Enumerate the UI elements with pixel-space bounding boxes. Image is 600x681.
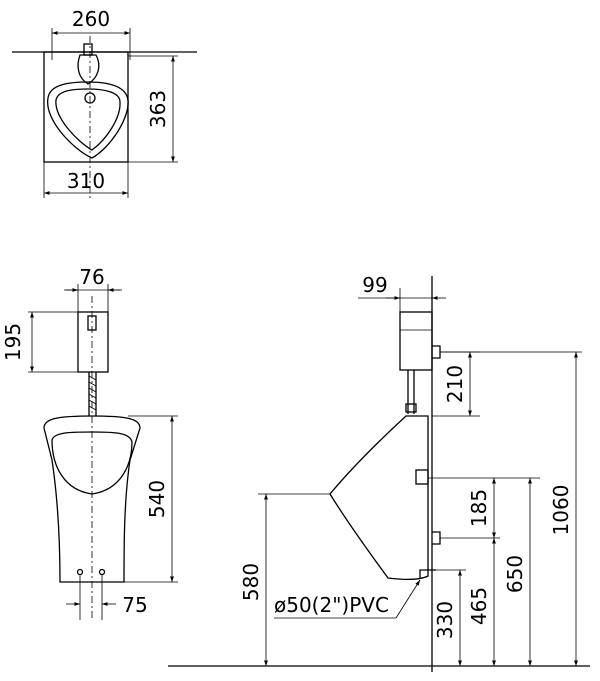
top-view: 260 363 310 — [12, 7, 197, 198]
top-view-width-top-label: 260 — [72, 7, 110, 31]
front-view-tank-height-label: 195 — [1, 323, 25, 361]
side-view-drain-height-label: 330 — [433, 601, 457, 639]
side-view-urinal-body — [329, 415, 429, 580]
front-view: 76 195 540 75 — [1, 265, 178, 620]
front-view-bowl-outline — [43, 415, 141, 583]
side-view-inlet-height-label: 650 — [503, 555, 527, 593]
side-view-outlet-fitting — [432, 531, 441, 545]
side-view-sensor — [415, 469, 429, 485]
side-view-drain-pipe — [419, 569, 436, 578]
side-view: 99 210 185 465 650 1060 580 330 ø50(2")P… — [168, 273, 590, 672]
side-view-outlet-height-label: 465 — [467, 587, 491, 625]
front-view-bowl-height-label: 540 — [145, 480, 169, 518]
pipe-label-leader — [395, 579, 421, 619]
front-view-flush-valve — [77, 311, 109, 373]
front-view-bowl-inner — [51, 431, 133, 495]
front-view-tank-width-label: 76 — [79, 265, 104, 289]
side-view-tank-depth-label: 99 — [362, 273, 387, 297]
side-view-total-height-label: 1060 — [549, 485, 573, 536]
top-view-width-bottom-label: 310 — [67, 169, 105, 193]
front-view-outlet-spacing-label: 75 — [122, 593, 147, 617]
side-view-valve-drop-label: 210 — [443, 365, 467, 403]
top-view-valve — [77, 54, 100, 85]
top-view-bowl-inner — [55, 88, 121, 151]
top-view-height-label: 363 — [146, 90, 170, 128]
side-view-water-inlet — [432, 345, 441, 359]
side-view-sensor-height-label: 185 — [467, 489, 491, 527]
side-view-pipe-label: ø50(2")PVC — [274, 593, 389, 617]
top-view-bowl-outer — [47, 81, 129, 159]
front-view-fixing-hole-left — [76, 568, 84, 576]
side-view-rim-height-label: 580 — [239, 563, 263, 601]
side-view-flush-valve — [399, 311, 433, 371]
front-view-fixing-hole-right — [98, 568, 106, 576]
